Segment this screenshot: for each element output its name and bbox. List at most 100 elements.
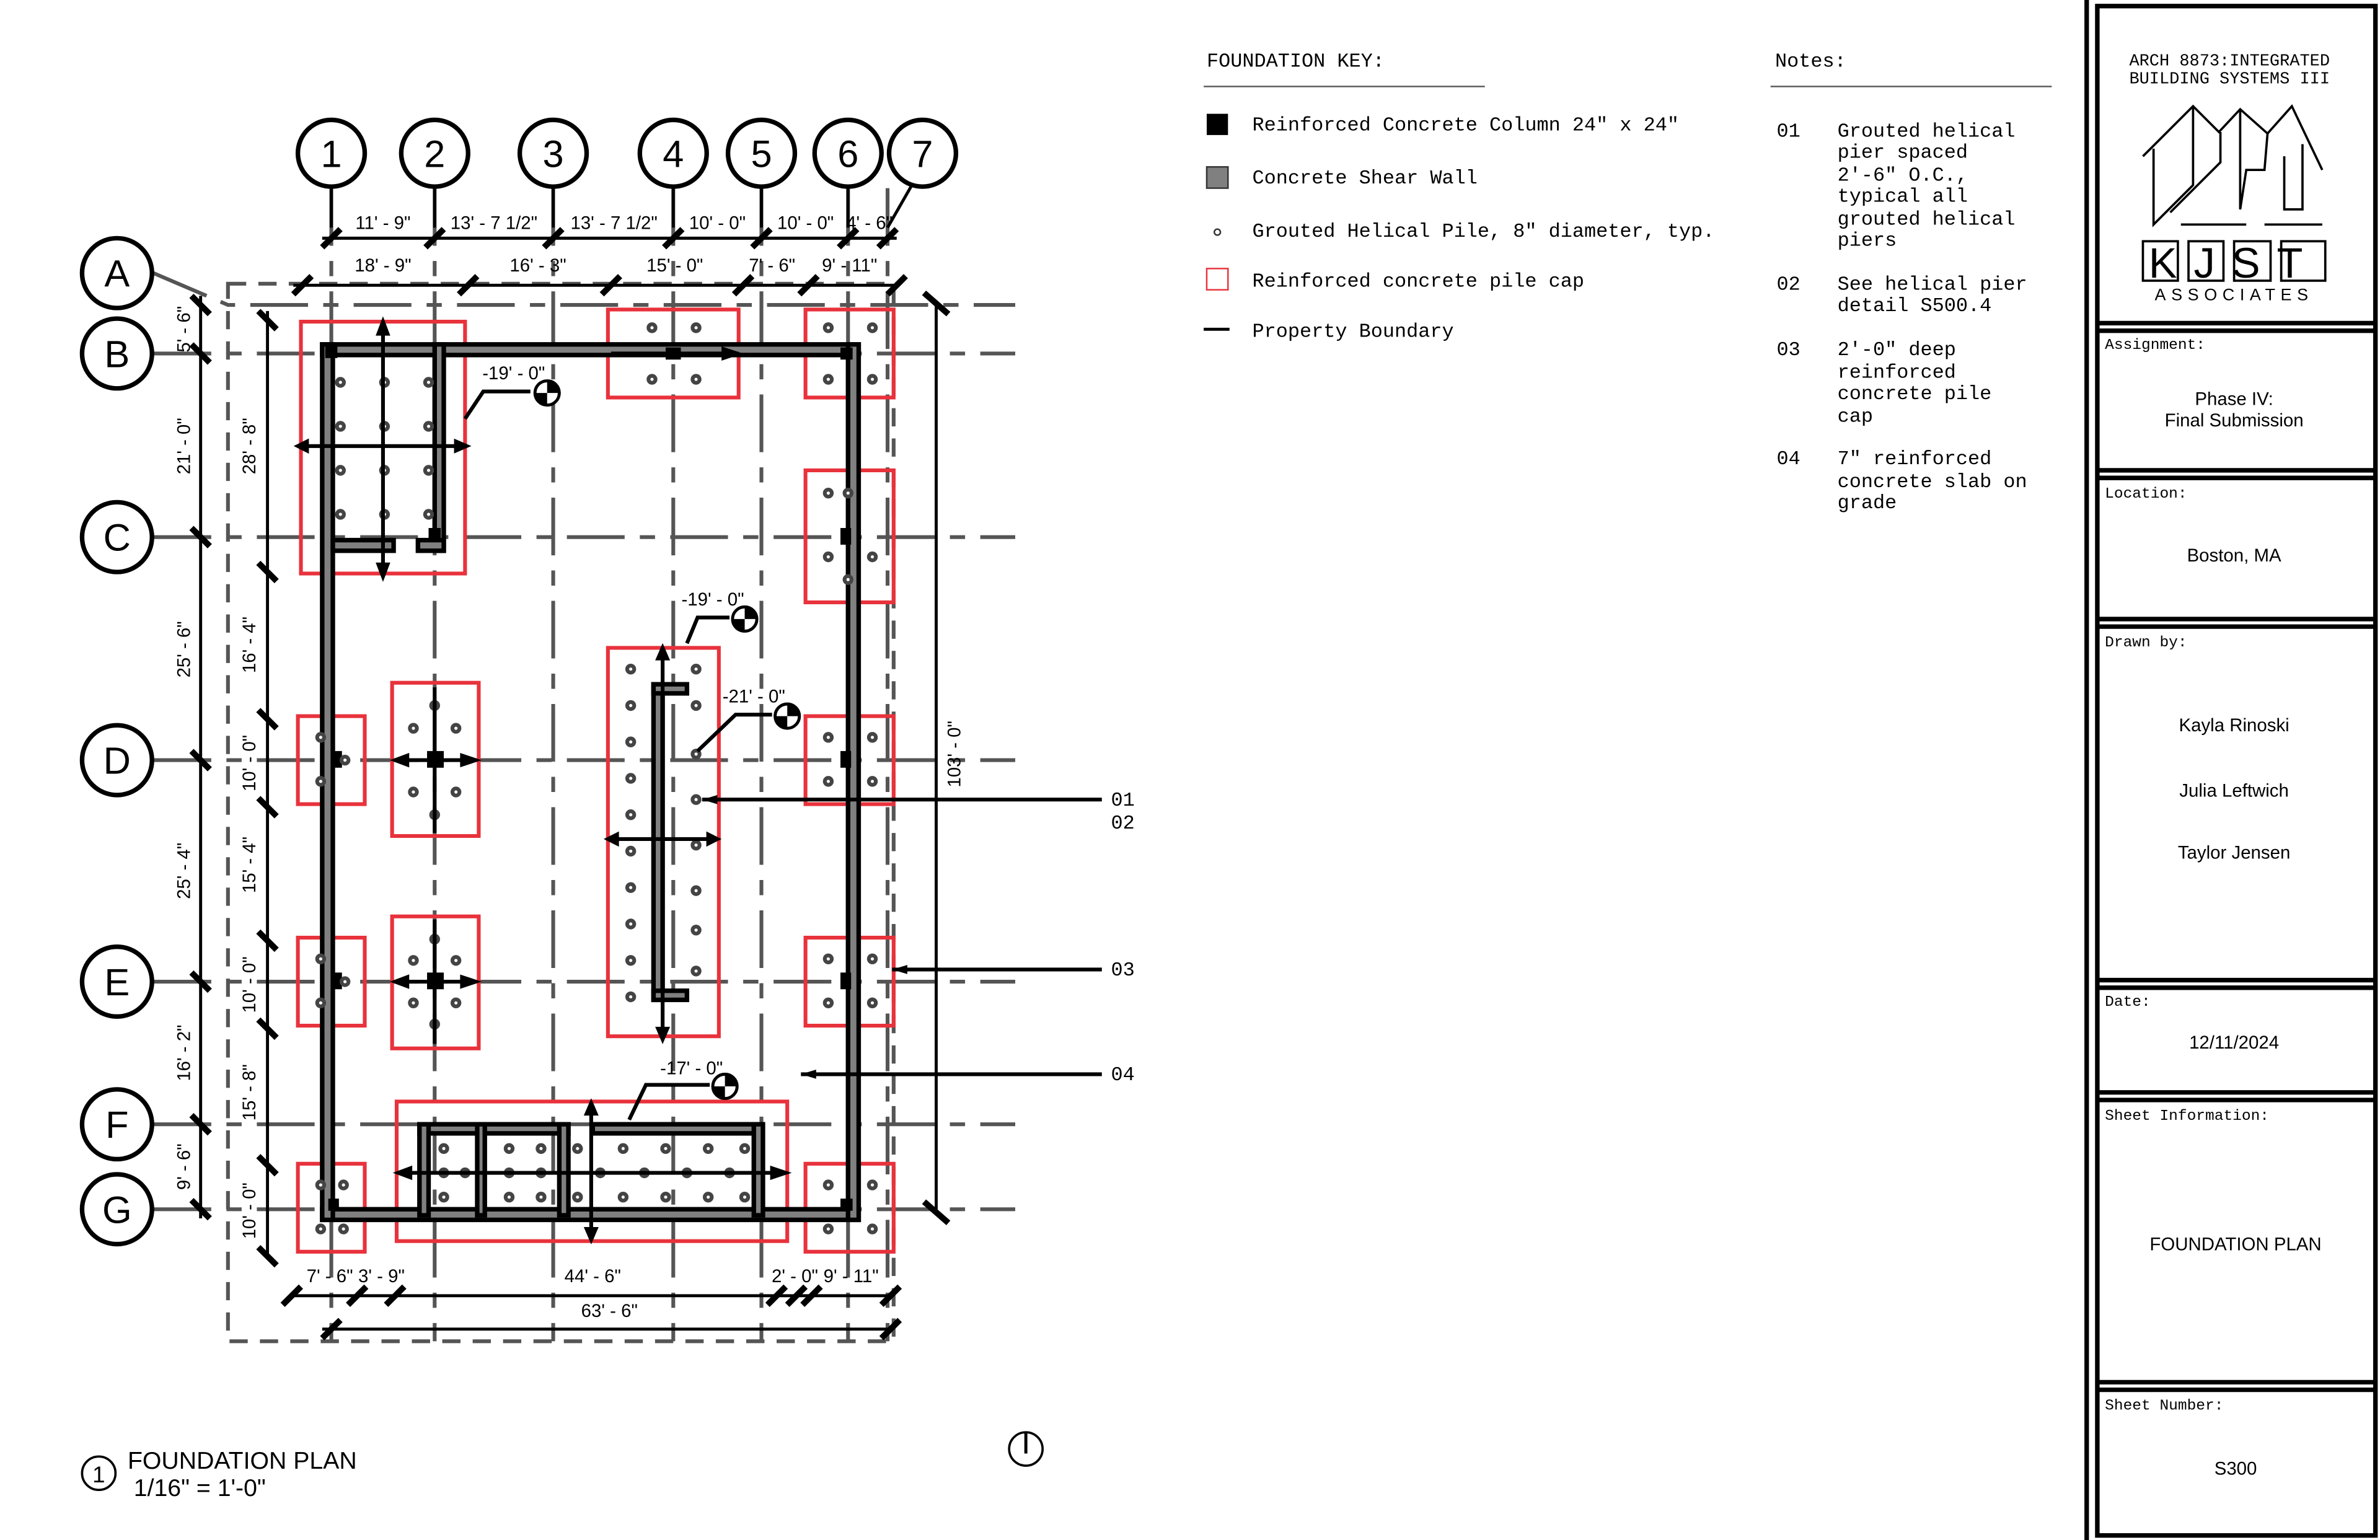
column-grid-bubbles: 1 2 3 4 5 6 7: [295, 117, 959, 229]
helical-pile: [625, 736, 637, 747]
column: [331, 750, 342, 768]
helical-pile: [822, 1223, 834, 1234]
helical-pile: [625, 845, 637, 857]
helical-pile: [866, 1223, 878, 1234]
helical-pile: [690, 885, 702, 896]
helical-pile: [660, 1143, 671, 1155]
dimension-ticks: [291, 227, 908, 297]
dimension-label: 16' - 3": [509, 255, 566, 276]
grid-bubble-b: B: [79, 316, 154, 391]
note-text: See helical pier: [1838, 273, 2027, 296]
view-number: 1: [92, 1462, 105, 1487]
shear-walls: [320, 342, 862, 1223]
dimension-label: 9' - 11": [824, 1266, 879, 1287]
grid-label: A: [104, 253, 130, 295]
row-grid-bubbles: A B C D E F G: [79, 235, 154, 1247]
shear-wall: [651, 988, 690, 1003]
dimension-label: 25' - 4": [174, 843, 194, 899]
key-item-pile: Grouted Helical Pile, 8" diameter, typ.: [1253, 220, 1715, 243]
title-block: ARCH 8873:INTEGRATED BUILDING SYSTEMS II…: [2084, 0, 2378, 1540]
helical-pile: [866, 1179, 878, 1190]
grid-label: B: [104, 333, 130, 376]
grid-label: D: [104, 740, 131, 782]
grid-label: E: [104, 961, 130, 1003]
grid-label: 3: [543, 133, 564, 175]
helical-pile: [625, 809, 637, 821]
grid-label: G: [102, 1189, 132, 1231]
shear-wall: [320, 342, 862, 358]
grid-bubble-a: A: [79, 235, 154, 310]
dimension-label: 63' - 6": [581, 1301, 638, 1321]
dimension-label: 7' - 6": [307, 1266, 353, 1287]
helical-pile: [338, 1223, 349, 1234]
bottom-dimensions: 7' - 6" 3' - 9" 44' - 6" 2' - 0" 9' - 11…: [280, 1266, 902, 1340]
grid-bubble-e: E: [79, 944, 154, 1019]
helical-pile: [450, 723, 462, 734]
column: [428, 528, 441, 542]
note-text: reinforced: [1838, 361, 1956, 384]
dimension-label: 10' - 0": [239, 1182, 260, 1239]
dimension-label: 44' - 6": [565, 1266, 621, 1287]
grid-label: C: [104, 517, 131, 559]
top-dimensions: 11' - 9" 13' - 7 1/2" 13' - 7 1/2" 10' -…: [291, 213, 908, 297]
note-text: cap: [1838, 405, 1873, 428]
helical-pile: [423, 377, 434, 388]
grid-bubble-6: 6: [812, 117, 884, 189]
helical-pile: [423, 509, 434, 520]
helical-pile: [822, 1179, 834, 1190]
dimension-label: 10' - 0": [777, 213, 834, 234]
drawing-area: 1 2 3 4 5 6 7 A B C D E F G: [79, 117, 1135, 1502]
notes-heading: Notes:: [1775, 50, 1846, 73]
dimension-label: 5' - 6": [174, 306, 194, 353]
grid-label: 4: [663, 133, 684, 175]
key-heading: FOUNDATION KEY:: [1207, 50, 1385, 73]
key-item-boundary: Property Boundary: [1253, 320, 1454, 343]
dimension-label: 16' - 4": [239, 617, 260, 673]
helical-pile: [690, 374, 702, 385]
callout-04: 04: [1111, 1063, 1134, 1086]
note-text: 7" reinforced: [1838, 447, 1992, 470]
helical-pile: [822, 322, 834, 333]
note-text: grade: [1838, 491, 1897, 514]
helical-pile: [690, 700, 702, 711]
dimension-label: 10' - 0": [239, 735, 260, 791]
north-arrow-icon: [1008, 1431, 1044, 1467]
helical-pile: [866, 953, 878, 965]
helical-pile: [335, 465, 346, 476]
column: [840, 972, 852, 990]
grid-bubble-1: 1: [295, 117, 368, 189]
helical-pile: [625, 882, 637, 893]
dimension-label: 2' - 0": [772, 1266, 818, 1287]
elevation-label: -19' - 0": [681, 589, 744, 610]
shear-wall: [475, 1122, 487, 1218]
date-value: 12/11/2024: [2189, 1032, 2279, 1053]
property-boundary: [226, 281, 896, 1344]
dimension-label: 9' - 6": [174, 1143, 194, 1190]
dimension-label: 15' - 0": [646, 255, 703, 276]
helical-piles: [315, 322, 878, 1234]
note-text: concrete pile: [1838, 382, 1992, 405]
helical-pile: [646, 374, 658, 385]
helical-pile: [660, 1191, 671, 1203]
helical-pile: [702, 1143, 714, 1155]
bubble-leader: [886, 184, 914, 229]
shear-wall: [590, 1122, 764, 1136]
helical-pile: [842, 574, 853, 585]
helical-pile: [822, 997, 834, 1009]
note-callouts: 01 02 03 04: [702, 789, 1135, 1086]
course-name: BUILDING SYSTEMS III: [2129, 71, 2330, 89]
note-number: 01: [1777, 120, 1800, 143]
helical-pile: [339, 754, 351, 766]
elevation-marker: -19' - 0": [463, 363, 561, 420]
helical-pile: [503, 1191, 515, 1203]
helical-pile: [335, 509, 346, 520]
helical-pile: [822, 374, 834, 385]
helical-pile: [625, 700, 637, 711]
dimension-label: 18' - 9": [355, 255, 411, 276]
note-text: 2'-6" O.C.,: [1838, 164, 1968, 187]
key-item-column: Reinforced Concrete Column 24" x 24": [1253, 114, 1679, 137]
dimension-label: 7' - 6": [749, 255, 795, 276]
helical-pile: [450, 786, 462, 798]
column: [328, 1199, 339, 1211]
